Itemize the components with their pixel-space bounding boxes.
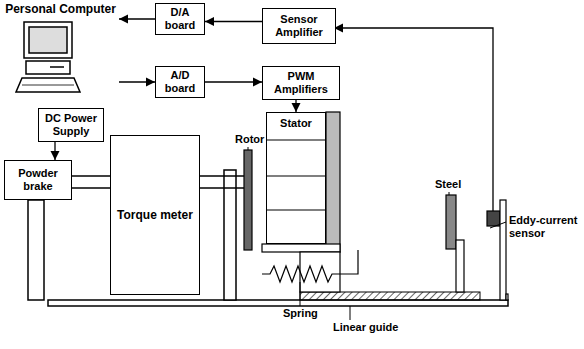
shaft [200, 187, 244, 189]
leader-lines [449, 192, 450, 195]
computer-icon [50, 66, 64, 68]
stator-windings [266, 140, 326, 210]
stator-windings [266, 139, 326, 140]
rotor-plate [244, 150, 252, 250]
stator-windings [266, 175, 326, 176]
box-label: PWM Amplifiers [263, 70, 339, 96]
brake-stand [224, 170, 236, 300]
base-plate [48, 300, 508, 306]
computer-icon [22, 85, 74, 86]
signal-arrow [295, 100, 296, 112]
eddy-current-sensor [487, 211, 500, 226]
computer-node: Personal Computer [2, 2, 119, 106]
steel-plate [456, 240, 464, 292]
eddy-current-sensor [500, 200, 506, 300]
signal-arrow [205, 21, 262, 22]
linear-guide [300, 292, 480, 300]
torque-meter-box: Torque meter [110, 135, 200, 295]
signal-arrow [119, 18, 155, 19]
power-supply-box: DC Power Supply [38, 108, 104, 142]
shaft [68, 187, 110, 189]
eddy-current-sensor [506, 294, 508, 300]
part-label: Spring [282, 307, 319, 320]
base-plate [48, 300, 508, 306]
box-label: Stator [280, 117, 312, 130]
box-label: Powder brake [5, 167, 71, 193]
leader-lines [248, 147, 249, 150]
shaft [68, 175, 110, 177]
brake-stand [28, 200, 44, 300]
signal-arrow [205, 81, 262, 82]
computer-icon [29, 27, 67, 53]
stator-carriage [262, 244, 340, 252]
sensor-wire [334, 28, 493, 211]
rotor-plate [244, 150, 252, 250]
box-label: A/D board [156, 69, 204, 95]
part-label: Rotor [234, 133, 265, 146]
steel-plate [446, 195, 456, 249]
linear-guide [300, 292, 480, 300]
stator-box: Stator [266, 112, 326, 244]
shaft [200, 175, 244, 177]
part-label: Eddy-current sensor [508, 214, 582, 240]
computer-icon [16, 78, 80, 92]
computer-icon [24, 22, 72, 58]
brake-box: Powder brake [4, 160, 72, 200]
part-label: Steel [434, 178, 462, 191]
spring [262, 250, 358, 282]
box-label: DC Power Supply [39, 112, 103, 138]
stator-carriage [326, 112, 340, 252]
sensor-wire [334, 28, 493, 211]
board-box: D/A board [155, 3, 205, 35]
leader-lines [300, 282, 301, 306]
box-label: Personal Computer [5, 2, 116, 16]
stator-windings [266, 209, 326, 210]
computer-icon [16, 22, 80, 92]
computer-icon [26, 61, 70, 74]
board-box: A/D board [155, 66, 205, 98]
part-label: Linear guide [332, 321, 399, 334]
box-label: Torque meter [117, 208, 193, 222]
signal-arrow [119, 81, 155, 82]
eddy-current-sensor [487, 200, 508, 300]
box-label: Sensor Amplifier [263, 13, 335, 39]
leader-lines [350, 306, 351, 320]
spring [262, 250, 358, 282]
leader-lines [248, 147, 506, 320]
leader-lines [490, 222, 506, 228]
stator-carriage [262, 112, 340, 292]
signal-arrow [54, 142, 55, 160]
amplifier-box: Sensor Amplifier [262, 8, 336, 44]
box-label: D/A board [156, 6, 204, 32]
amplifier-box: PWM Amplifiers [262, 66, 340, 100]
steel-plate [446, 195, 464, 292]
